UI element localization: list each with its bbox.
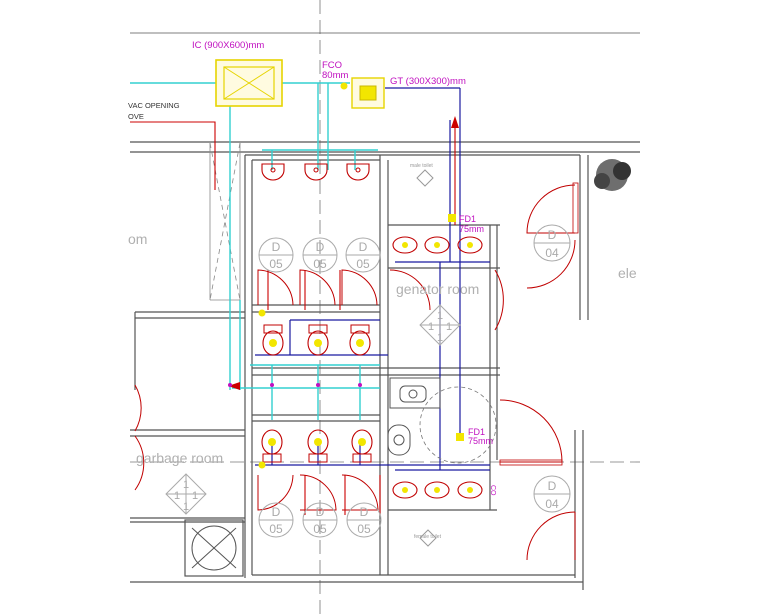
flow-arrow-icon: [451, 116, 459, 128]
sanitary-fixtures: [261, 163, 497, 499]
fd1-top-label: FD1: [459, 214, 476, 224]
section-marker: 1 1 1 1: [419, 304, 461, 346]
svg-text:05: 05: [356, 257, 370, 271]
wash-basin: [457, 236, 483, 254]
room-right-label: ele: [618, 265, 637, 281]
wash-basin: [392, 481, 418, 499]
gt-gully-trap: [340, 77, 385, 109]
svg-text:D: D: [359, 240, 368, 254]
cold-water-pipes: [130, 82, 380, 420]
water-closet: [307, 324, 329, 356]
ic-chamber: [215, 59, 283, 107]
garbage-room-label: garbage room: [136, 450, 223, 466]
door-tag: D 05: [346, 502, 382, 538]
fittings: [228, 214, 464, 469]
svg-text:D: D: [316, 240, 325, 254]
svg-text:1: 1: [192, 490, 198, 502]
svg-text:05: 05: [269, 257, 283, 271]
door-tag: D 05: [258, 502, 294, 538]
water-closet: [262, 324, 284, 356]
fd1-top-size-label: 75mm: [459, 224, 484, 234]
svg-text:1: 1: [437, 332, 443, 344]
female-toilet-label: female toilet: [414, 534, 442, 540]
svg-text:1: 1: [428, 321, 434, 333]
svg-text:05: 05: [269, 522, 283, 536]
tree-icon: [594, 159, 631, 191]
svg-text:1: 1: [183, 501, 189, 513]
svg-text:05: 05: [313, 257, 327, 271]
wash-basin: [304, 163, 328, 181]
svg-text:04: 04: [545, 246, 559, 260]
doors: [134, 182, 579, 561]
door-tag: D 04: [533, 475, 571, 513]
wash-basin: [346, 163, 370, 181]
wash-basin: [392, 236, 418, 254]
wash-basin: [424, 481, 450, 499]
vent-pipes: [130, 116, 459, 515]
wash-basin: [457, 481, 483, 499]
svg-text:D: D: [548, 228, 557, 242]
fd1-bottom-label: FD1: [468, 427, 485, 437]
svg-text:D: D: [316, 505, 325, 519]
wash-basin: [424, 236, 450, 254]
door-tag: D 05: [302, 502, 338, 538]
svg-text:05: 05: [357, 522, 371, 536]
wash-basin: [261, 163, 285, 181]
mechanical-box: [184, 519, 244, 577]
fco-size-label: 80mm: [322, 70, 348, 81]
svg-text:D: D: [548, 479, 557, 493]
svg-text:D: D: [272, 505, 281, 519]
fco-label: FCO: [322, 60, 342, 71]
room-symbol: [416, 169, 437, 547]
svg-text:1: 1: [437, 310, 443, 322]
gt-label: GT (300X300)mm: [390, 76, 466, 87]
svg-text:1: 1: [183, 479, 189, 491]
svg-text:04: 04: [545, 497, 559, 511]
accessible-wc: [387, 377, 497, 464]
generator-room-label: genator room: [396, 281, 479, 297]
room-left-label: om: [128, 231, 147, 247]
svg-text:1: 1: [174, 490, 180, 502]
door-tag: D 05: [345, 237, 381, 273]
drain-pipes: [255, 87, 490, 471]
co-label: CO: [489, 485, 496, 496]
svg-text:1: 1: [446, 321, 452, 333]
flow-arrow-icon: [228, 382, 240, 390]
water-closet: [351, 429, 373, 463]
male-toilet-label: male toilet: [410, 163, 433, 169]
hvac-label-2: OVE: [128, 112, 144, 121]
door-tag: D 04: [533, 224, 571, 262]
ic-label: IC (900X600)mm: [192, 40, 264, 51]
water-closet: [349, 324, 371, 356]
water-closet: [261, 429, 283, 463]
svg-text:D: D: [272, 240, 281, 254]
svg-text:05: 05: [313, 522, 327, 536]
water-closet: [307, 429, 329, 463]
door-tag: D 05: [258, 237, 294, 273]
walls: [130, 141, 640, 590]
fd1-bottom-size-label: 75mm: [468, 436, 493, 446]
svg-text:D: D: [360, 505, 369, 519]
hvac-label: VAC OPENING: [128, 101, 180, 110]
door-tag: D 05: [302, 237, 338, 273]
section-marker: 1 1 1 1: [165, 473, 207, 515]
